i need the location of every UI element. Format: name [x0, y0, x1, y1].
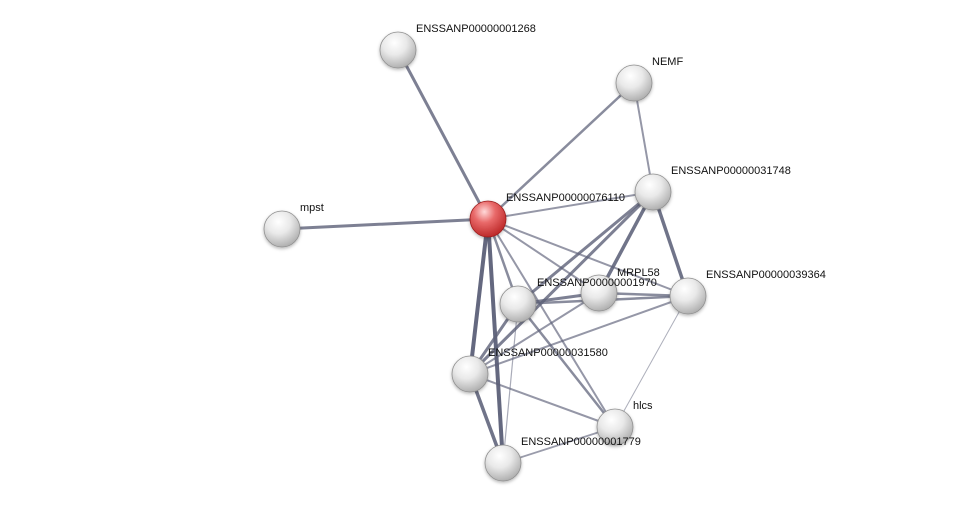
node-n1268[interactable]: ENSSANP00000001268: [379, 23, 536, 69]
node-circle[interactable]: [379, 31, 417, 69]
edge-hlcs-n1779: [502, 426, 616, 464]
edge-n39364-n31580: [469, 295, 689, 375]
node-n1970[interactable]: ENSSANP00000001970: [499, 277, 657, 323]
node-label: ENSSANP00000076110: [506, 192, 625, 204]
edge-n39364-hlcs: [614, 295, 689, 428]
edge-n31748-n1970: [516, 190, 655, 306]
node-label: ENSSANP00000001268: [416, 23, 536, 35]
node-label: ENSSANP00000031748: [671, 165, 791, 177]
node-circle[interactable]: [596, 408, 634, 446]
edge-n31580-hlcs: [469, 373, 616, 428]
node-n39364[interactable]: ENSSANP00000039364: [669, 269, 826, 315]
query-node-circle[interactable]: [469, 200, 507, 238]
edge-n1970-hlcs: [516, 302, 617, 429]
edges-layer: [280, 48, 690, 465]
node-label: ENSSANP00000001970: [537, 277, 657, 289]
edge-q-n1779: [486, 217, 505, 465]
node-label: MRPL58: [617, 267, 660, 279]
edge-n31748-n31580: [468, 190, 655, 376]
node-circle[interactable]: [634, 173, 672, 211]
node-n31748[interactable]: ENSSANP00000031748: [634, 165, 791, 211]
node-mrpl58[interactable]: MRPL58: [580, 267, 660, 312]
node-q[interactable]: ENSSANP00000076110: [469, 192, 625, 238]
node-n1779[interactable]: ENSSANP00000001779: [484, 436, 641, 482]
edge-n1970-n1779: [502, 303, 519, 464]
node-label: ENSSANP00000031580: [488, 347, 608, 359]
node-label: NEMF: [652, 56, 683, 68]
edge-q-nemf: [486, 81, 636, 221]
edge-nemf-n31748: [633, 82, 654, 193]
node-n31580[interactable]: ENSSANP00000031580: [451, 347, 608, 393]
node-label: hlcs: [633, 400, 653, 412]
node-hlcs[interactable]: hlcs: [596, 400, 653, 446]
node-circle[interactable]: [484, 444, 522, 482]
edge-q-n31748: [487, 191, 654, 220]
edge-q-mrpl58: [487, 218, 600, 294]
edge-q-mpst: [280, 217, 490, 231]
node-circle[interactable]: [580, 274, 618, 312]
node-circle[interactable]: [263, 210, 301, 248]
edge-n31748-mrpl58: [597, 190, 655, 295]
node-label: ENSSANP00000001779: [521, 436, 641, 448]
node-circle[interactable]: [499, 285, 537, 323]
node-circle[interactable]: [669, 277, 707, 315]
node-circle[interactable]: [451, 355, 489, 393]
node-circle[interactable]: [615, 64, 653, 102]
node-label: mpst: [300, 202, 324, 214]
node-mpst[interactable]: mpst: [263, 202, 324, 248]
edge-mrpl58-n31580: [469, 292, 600, 375]
edge-q-n1268: [396, 48, 490, 221]
node-label: ENSSANP00000039364: [706, 269, 826, 281]
node-nemf[interactable]: NEMF: [615, 56, 683, 102]
edge-q-n31580: [468, 217, 490, 376]
